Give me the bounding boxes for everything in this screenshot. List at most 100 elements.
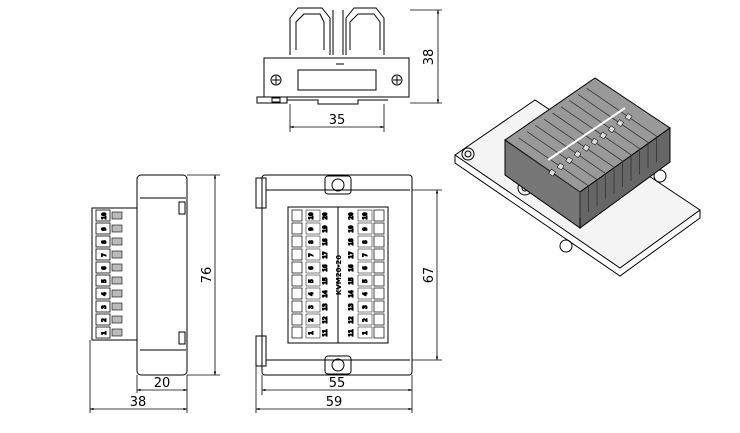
front-terminal-number: 20 bbox=[348, 212, 355, 220]
side-terminal-clamp bbox=[111, 237, 123, 246]
front-terminal-cell bbox=[357, 274, 373, 287]
iso-terminal-screw bbox=[607, 125, 616, 134]
iso-terminal-screw bbox=[573, 150, 582, 158]
front-terminal-number: 2 bbox=[362, 318, 369, 322]
front-terminal-cell bbox=[305, 248, 321, 261]
dim-top-width: 35 bbox=[329, 113, 346, 128]
front-terminal-number: 10 bbox=[362, 212, 369, 220]
front-terminal-number: 17 bbox=[322, 251, 329, 259]
front-terminal-number: 1 bbox=[308, 331, 315, 335]
front-terminal-cell bbox=[305, 209, 321, 222]
side-terminal-slot bbox=[95, 248, 111, 261]
side-terminal-clamp bbox=[111, 276, 123, 285]
dim-side-inner-width: 20 bbox=[154, 376, 171, 391]
front-terminal-cell bbox=[305, 235, 321, 248]
front-terminal-number: 5 bbox=[362, 279, 369, 283]
front-terminal-cell bbox=[357, 261, 373, 274]
side-terminal-clamp bbox=[111, 289, 123, 298]
front-terminal-number: 11 bbox=[322, 329, 329, 337]
front-terminal-slot bbox=[291, 300, 303, 313]
front-terminal-number: 4 bbox=[362, 292, 369, 296]
iso-terminal-rib bbox=[543, 118, 615, 194]
front-terminal-number: 19 bbox=[348, 225, 355, 233]
iso-terminal-screw bbox=[548, 168, 556, 177]
front-terminal-cell bbox=[357, 209, 373, 222]
front-terminal-cell bbox=[305, 274, 321, 287]
front-terminal-cell bbox=[305, 326, 321, 339]
front-terminal-number: 18 bbox=[322, 238, 329, 246]
side-terminal-clamp bbox=[111, 328, 123, 337]
iso-terminal-screw bbox=[556, 162, 565, 171]
iso-terminal-rib bbox=[535, 125, 606, 200]
iso-terminal-screw bbox=[582, 144, 590, 152]
side-terminal-clamp bbox=[111, 263, 123, 272]
side-terminal-number: 9 bbox=[101, 227, 108, 231]
front-terminal-number: 6 bbox=[308, 266, 315, 270]
front-terminal-number: 6 bbox=[362, 266, 369, 270]
iso-terminal-rib bbox=[560, 106, 632, 181]
front-terminal-number: 16 bbox=[348, 264, 355, 272]
side-terminal-slot bbox=[95, 261, 111, 274]
front-terminal-slot bbox=[291, 313, 303, 326]
side-terminal-number: 5 bbox=[101, 279, 108, 283]
front-terminal-number: 17 bbox=[348, 251, 355, 259]
front-terminal-number: 7 bbox=[362, 253, 369, 257]
side-terminal-slot bbox=[95, 209, 111, 222]
front-terminal-number: 8 bbox=[308, 240, 315, 244]
side-terminal-number: 8 bbox=[101, 240, 108, 244]
front-terminal-number: 4 bbox=[308, 292, 315, 296]
front-terminal-number: 7 bbox=[308, 253, 315, 257]
dimension-lines bbox=[89, 9, 442, 413]
isometric-view bbox=[454, 77, 701, 277]
front-terminal-number: 19 bbox=[322, 225, 329, 233]
front-terminal-number: 18 bbox=[348, 238, 355, 246]
front-terminal-number: 10 bbox=[308, 212, 315, 220]
iso-terminal-rib bbox=[586, 87, 657, 163]
side-terminal-number: 2 bbox=[101, 318, 108, 322]
front-terminal-cell bbox=[305, 261, 321, 274]
iso-terminal-screw bbox=[599, 131, 607, 140]
side-terminal-clamp bbox=[111, 211, 123, 220]
dim-front-height: 67 bbox=[422, 267, 437, 284]
side-terminal-slot bbox=[95, 235, 111, 248]
side-terminal-slot bbox=[95, 326, 111, 339]
front-terminal-number: 5 bbox=[308, 279, 315, 283]
front-terminal-cell bbox=[357, 326, 373, 339]
front-terminal-cell bbox=[305, 313, 321, 326]
iso-terminal-rib bbox=[518, 137, 589, 212]
front-terminal-slot bbox=[291, 287, 303, 300]
side-terminal-number: 7 bbox=[101, 253, 108, 257]
front-terminal-number: 16 bbox=[322, 264, 329, 272]
front-terminal-number: 11 bbox=[348, 329, 355, 337]
front-terminal-cell bbox=[357, 313, 373, 326]
front-terminal-slot bbox=[291, 261, 303, 274]
side-terminal-clamp bbox=[111, 250, 123, 259]
front-terminal-cell bbox=[357, 248, 373, 261]
iso-terminal-rib bbox=[509, 143, 581, 218]
front-terminal-number: 15 bbox=[348, 277, 355, 285]
front-terminal-cell bbox=[357, 287, 373, 300]
front-terminal-number: 3 bbox=[362, 305, 369, 309]
front-terminal-slot bbox=[373, 313, 385, 326]
front-terminal-slot bbox=[291, 209, 303, 222]
front-terminal-cell bbox=[357, 300, 373, 313]
side-terminal-slot bbox=[95, 287, 111, 300]
front-terminal-cell bbox=[305, 300, 321, 313]
dim-side-total-width: 38 bbox=[130, 395, 147, 410]
front-terminal-cell bbox=[357, 222, 373, 235]
iso-terminal-screw bbox=[565, 156, 573, 165]
side-terminal-clamp bbox=[111, 224, 123, 233]
front-terminal-slot bbox=[373, 235, 385, 248]
top-view bbox=[256, 7, 410, 105]
front-terminal-number: 15 bbox=[322, 277, 329, 285]
dim-front-inner-width: 55 bbox=[329, 376, 346, 391]
front-terminal-number: 3 bbox=[308, 305, 315, 309]
iso-terminal-rib bbox=[569, 100, 640, 175]
side-terminal-slot bbox=[95, 300, 111, 313]
front-terminal-slot bbox=[291, 222, 303, 235]
side-terminal-slot bbox=[95, 274, 111, 287]
front-terminal-number: 9 bbox=[362, 227, 369, 231]
front-terminal-cell bbox=[305, 287, 321, 300]
